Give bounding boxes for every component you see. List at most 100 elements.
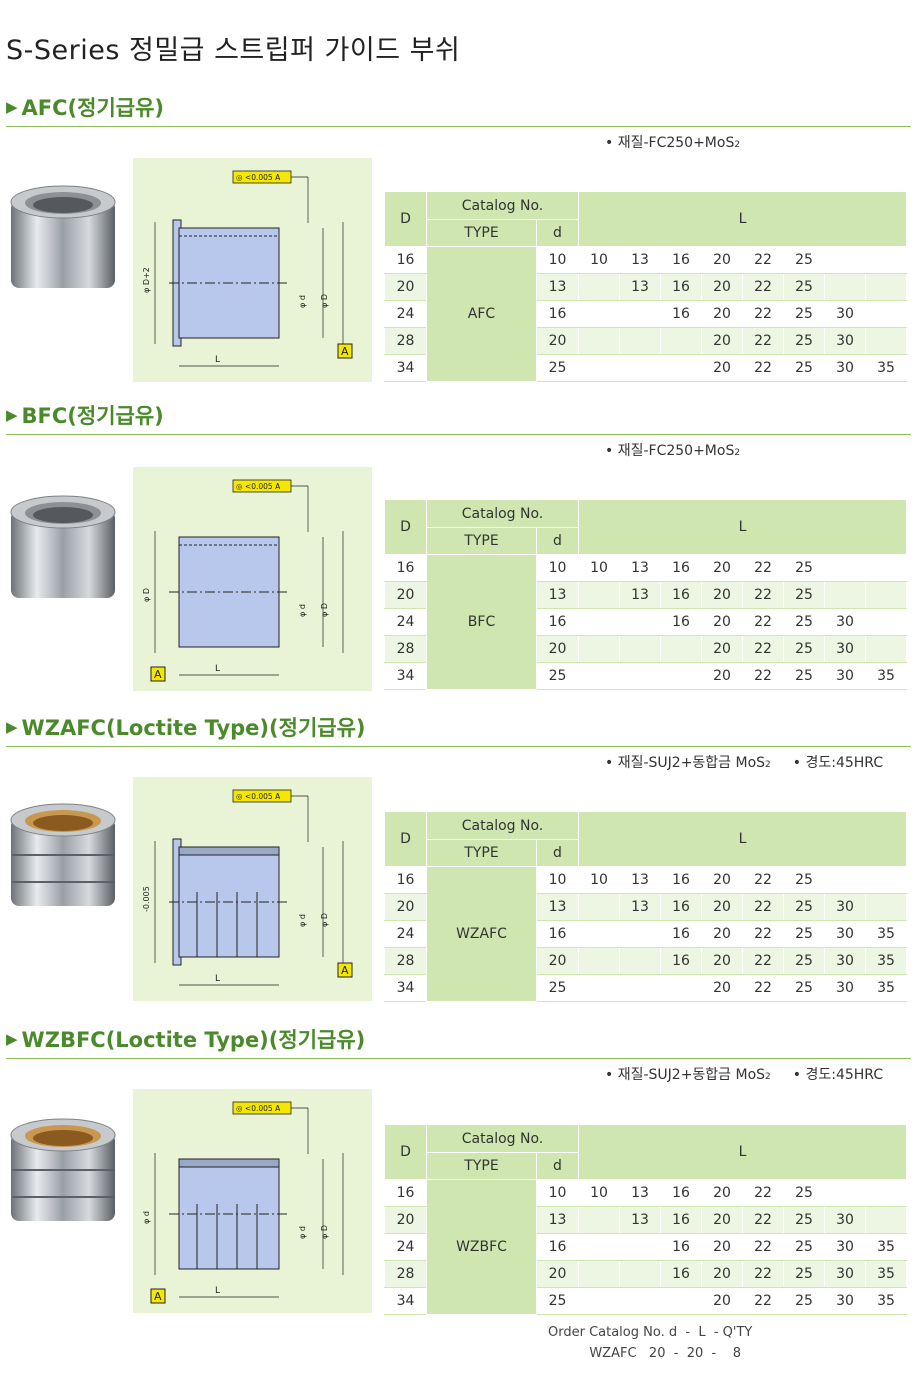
drawing-label: ◎ <0.005 A [236, 792, 281, 801]
knurl-band [178, 1158, 280, 1168]
drawing-label: φ D [320, 294, 329, 308]
cell-L: 25 [783, 635, 825, 663]
material-text: • 재질-SUJ2+동합금 MoS [605, 1067, 766, 1083]
cell-D: 16 [384, 246, 427, 274]
datum-a-box [337, 343, 353, 359]
drawing-label: φ D+2 [142, 267, 151, 293]
material-subscript: 2 [734, 448, 741, 458]
section-divider [6, 126, 911, 127]
cell-type: WZBFC [426, 1179, 537, 1315]
cell-L: 35 [865, 974, 907, 1002]
cell-d: 10 [536, 866, 579, 894]
cell-L [578, 1233, 620, 1261]
cell-L: 22 [742, 1179, 784, 1207]
cell-L: 10 [578, 554, 620, 582]
cell-L: 25 [783, 1287, 825, 1315]
cell-L: 35 [865, 1260, 907, 1288]
knurl-band [178, 846, 280, 856]
section-divider [6, 746, 911, 747]
header-L: L [578, 191, 907, 247]
triangle-icon: ▶ [6, 1030, 18, 1048]
cell-L [824, 273, 866, 301]
cell-L: 16 [660, 1179, 702, 1207]
cell-L: 30 [824, 662, 866, 690]
datum-a-box [150, 666, 166, 682]
cell-d: 16 [536, 1233, 579, 1261]
cell-L: 22 [742, 327, 784, 355]
cell-L: 16 [660, 1206, 702, 1234]
cell-L [578, 300, 620, 328]
cell-L: 30 [824, 608, 866, 636]
cell-d: 16 [536, 608, 579, 636]
drawing-label: φ d [298, 1226, 307, 1239]
section-title-text: WZBFC(Loctite Type)(정기급유) [21, 1028, 366, 1052]
cell-L: 22 [742, 1233, 784, 1261]
material-note: • 재질-SUJ2+동합금 MoS2• 경도:45HRC [605, 1064, 883, 1084]
cell-L: 10 [578, 866, 620, 894]
drawing-label: L [215, 974, 220, 984]
cell-D: 16 [384, 554, 427, 582]
cell-D: 34 [384, 662, 427, 690]
cell-L [619, 1260, 661, 1288]
cell-L: 20 [701, 974, 743, 1002]
cell-D: 24 [384, 920, 427, 948]
cell-L [660, 635, 702, 663]
cell-L: 20 [701, 246, 743, 274]
cell-L: 20 [701, 273, 743, 301]
cell-L: 20 [701, 1233, 743, 1261]
cell-d: 16 [536, 920, 579, 948]
cell-d: 20 [536, 635, 579, 663]
cell-L: 22 [742, 1260, 784, 1288]
drawing-label: ◎ <0.005 A [236, 173, 281, 182]
cell-L: 20 [701, 893, 743, 921]
cell-D: 16 [384, 866, 427, 894]
cell-L [865, 581, 907, 609]
header-type: TYPE [426, 1152, 537, 1180]
cell-L: 16 [660, 246, 702, 274]
drawing-label: φ D [320, 603, 329, 617]
drawing-label: A [154, 1290, 162, 1303]
cell-L: 10 [578, 1179, 620, 1207]
cell-L: 30 [824, 947, 866, 975]
cell-L: 13 [619, 246, 661, 274]
cell-L: 20 [701, 1260, 743, 1288]
cell-L [619, 1287, 661, 1315]
cell-L: 13 [619, 554, 661, 582]
cell-L: 25 [783, 920, 825, 948]
cell-L: 22 [742, 554, 784, 582]
material-subscript: 2 [734, 140, 741, 150]
section-divider [6, 1058, 911, 1059]
header-type: TYPE [426, 527, 537, 555]
order-format-line: Order Catalog No. d - L - Q'TY [548, 1325, 753, 1340]
cell-L: 25 [783, 1179, 825, 1207]
cell-d: 13 [536, 581, 579, 609]
hardness-text: • 경도:45HRC [792, 755, 884, 771]
cell-L [578, 947, 620, 975]
cell-L [660, 327, 702, 355]
cell-L: 30 [824, 327, 866, 355]
cell-L: 25 [783, 1233, 825, 1261]
cell-L: 22 [742, 246, 784, 274]
cell-L [619, 608, 661, 636]
cell-L: 20 [701, 354, 743, 382]
cell-L: 25 [783, 354, 825, 382]
cell-L: 22 [742, 947, 784, 975]
cell-L: 22 [742, 608, 784, 636]
cell-L: 22 [742, 354, 784, 382]
header-d: d [536, 1152, 579, 1180]
cell-L: 35 [865, 920, 907, 948]
cell-L: 25 [783, 581, 825, 609]
triangle-icon: ▶ [6, 406, 18, 424]
datum-a-box [337, 962, 353, 978]
section-title: ▶BFC(정기급유) [6, 400, 164, 430]
cell-L: 30 [824, 920, 866, 948]
cell-L: 25 [783, 1260, 825, 1288]
